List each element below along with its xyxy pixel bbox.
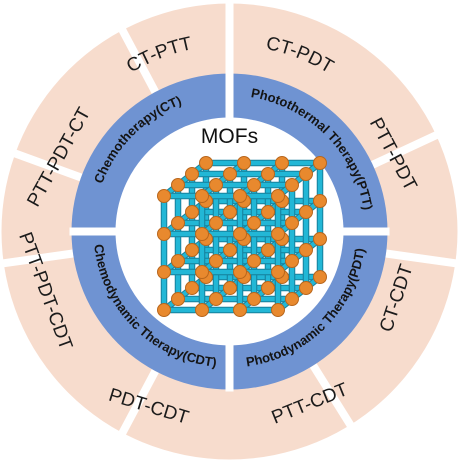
lattice-node	[271, 189, 285, 203]
lattice-node	[171, 178, 185, 192]
lattice-node	[209, 254, 223, 268]
outer-ring-separators	[0, 0, 459, 436]
outer-separator	[10, 148, 83, 182]
lattice-node	[185, 167, 199, 181]
lattice-node	[299, 281, 313, 295]
lattice-node	[185, 243, 199, 257]
lattice-node	[261, 281, 275, 295]
lattice-node	[171, 216, 185, 230]
outer-separator	[309, 363, 356, 431]
lattice-node	[157, 227, 171, 241]
outer-separator	[0, 249, 74, 268]
lattice-node	[285, 292, 299, 306]
lattice-node	[195, 227, 209, 241]
lattice-node	[261, 243, 275, 257]
lattice-node	[209, 292, 223, 306]
lattice-node	[185, 281, 199, 295]
lattice-node	[247, 216, 261, 230]
lattice-node	[233, 227, 247, 241]
center-label: MOFs	[201, 125, 258, 148]
lattice-node	[223, 205, 237, 219]
lattice-node	[171, 254, 185, 268]
outer-separator	[117, 369, 159, 439]
lattice-node	[271, 265, 285, 279]
lattice-node	[271, 227, 285, 241]
outer-separator	[117, 24, 159, 94]
lattice-node	[223, 281, 237, 295]
lattice-node	[313, 232, 327, 246]
lattice-node	[209, 178, 223, 192]
lattice-node	[223, 167, 237, 181]
lattice-node	[247, 292, 261, 306]
lattice-node	[157, 265, 171, 279]
outer-separator	[385, 249, 459, 268]
mof-lattice-cube-icon	[157, 156, 327, 317]
lattice-node	[313, 194, 327, 208]
lattice-node	[233, 265, 247, 279]
lattice-node	[285, 178, 299, 192]
lattice-node	[195, 265, 209, 279]
lattice-node	[223, 243, 237, 257]
lattice-node	[195, 189, 209, 203]
lattice-node	[247, 178, 261, 192]
lattice-node	[285, 254, 299, 268]
lattice-node	[247, 254, 261, 268]
lattice-node	[299, 205, 313, 219]
lattice-node	[233, 303, 247, 317]
lattice-node	[157, 303, 171, 317]
lattice-node	[285, 216, 299, 230]
lattice-node	[271, 303, 285, 317]
lattice-node	[299, 167, 313, 181]
lattice-node	[209, 216, 223, 230]
lattice-node	[185, 205, 199, 219]
lattice-node	[313, 270, 327, 284]
lattice-node	[261, 167, 275, 181]
lattice-node	[195, 303, 209, 317]
lattice-node	[275, 156, 289, 170]
lattice-node	[237, 156, 251, 170]
lattice-node	[261, 205, 275, 219]
lattice-node	[233, 189, 247, 203]
lattice-node	[299, 243, 313, 257]
inner-ring-separators	[69, 71, 390, 392]
lattice-node	[313, 156, 327, 170]
lattice-node	[171, 292, 185, 306]
outer-separator	[371, 129, 442, 169]
lattice-node	[157, 189, 171, 203]
lattice-node	[199, 156, 213, 170]
